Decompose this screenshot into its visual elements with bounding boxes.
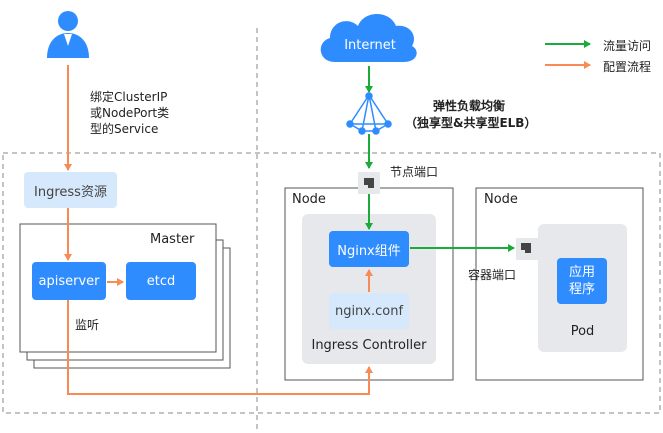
- node-port-icon: [358, 172, 380, 194]
- node-pod-title: Node: [484, 192, 518, 207]
- application-label-line-1: 应用: [568, 265, 595, 280]
- application-box: 应用 程序: [557, 258, 607, 304]
- legend-traffic-label: 流量访问: [603, 39, 652, 53]
- user-label-line-2: 或NodePort类: [90, 106, 170, 120]
- apiserver-box: apiserver: [32, 262, 106, 300]
- nginx-conf-box: nginx.conf: [329, 293, 409, 329]
- user-label-line-3: 型的Service: [90, 122, 159, 136]
- pod-label: Pod: [570, 324, 595, 339]
- outer-dashed-region: [2, 152, 661, 414]
- legend-config-label: 配置流程: [603, 60, 652, 74]
- elb-label-line-2: （独享型&共享型ELB）: [405, 116, 537, 130]
- ingress-resource-box: Ingress资源: [24, 172, 117, 208]
- node-port-label: 节点端口: [390, 165, 439, 179]
- listen-label: 监听: [75, 318, 100, 332]
- arrow-apiserver-listen-to-controller: [67, 300, 373, 395]
- nginx-component-box: Nginx组件: [329, 231, 409, 267]
- user-icon: [47, 11, 89, 58]
- load-balancer-icon: [346, 92, 392, 135]
- user-label-line-1: 绑定ClusterIP: [90, 90, 168, 104]
- elb-label-line-1: 弹性负载均衡: [433, 99, 506, 113]
- internet-label: Internet: [344, 38, 396, 53]
- container-port-icon: [516, 238, 538, 260]
- ingress-controller-label: Ingress Controller: [311, 338, 427, 353]
- cloud-icon: [320, 14, 417, 62]
- container-port-label: 容器端口: [468, 268, 517, 282]
- node-controller-title: Node: [292, 192, 326, 207]
- master-title: Master: [150, 232, 195, 247]
- etcd-box: etcd: [126, 262, 196, 300]
- application-label-line-2: 程序: [568, 282, 595, 297]
